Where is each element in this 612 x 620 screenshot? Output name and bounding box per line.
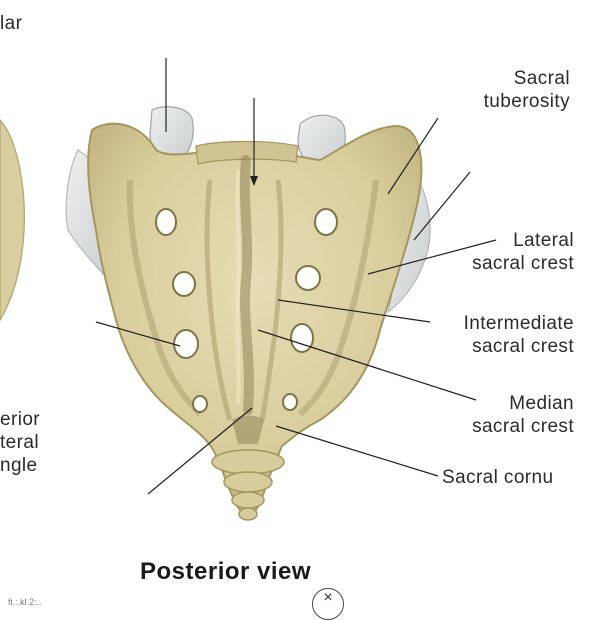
coccyx-segment: [223, 471, 273, 493]
intermediate-crest-right: [259, 179, 284, 421]
leader-line-inferior-lateral-angle: [147, 407, 253, 495]
leader-line-intermediate-sacral-crest: [277, 299, 431, 323]
label-cut-top-left: lar: [0, 13, 23, 34]
posterior-foramen: [173, 329, 199, 359]
ilium-partial-left: [0, 118, 26, 322]
leader-line-left-mid: [95, 321, 181, 347]
median-crest-highlight: [235, 169, 241, 405]
label-lateral-sacral-crest: Lateral sacral crest: [472, 230, 574, 274]
view-title: Posterior view: [140, 558, 312, 585]
footer-note: fi.:.kl 2:..: [8, 597, 42, 607]
median-crest-ridge: [239, 155, 254, 415]
leader-lines: [95, 58, 497, 495]
intermediate-crest-left: [204, 179, 233, 421]
coccyx-segment: [211, 449, 285, 475]
leader-line-sacral-cornu: [275, 425, 439, 477]
label-sacral-cornu: Sacral cornu: [442, 467, 554, 488]
close-button[interactable]: ×: [312, 588, 344, 620]
sacral-hiatus: [232, 415, 264, 444]
posterior-foramen: [314, 208, 338, 236]
posterior-foramen: [155, 208, 177, 236]
coccyx-segment: [231, 491, 265, 509]
leader-line-auricular: [413, 171, 471, 241]
posterior-foramen: [172, 271, 196, 297]
posterior-foramen: [295, 265, 321, 291]
arrowhead: [250, 176, 258, 186]
posterior-foramen: [290, 323, 314, 353]
leader-line-lateral-sacral-crest: [367, 239, 497, 275]
leader-line-median-sacral-crest: [257, 329, 477, 401]
label-inferior-lateral-angle-cut: erior teral ngle: [0, 409, 41, 476]
leader-line-sacral-tuberosity: [387, 117, 439, 195]
coccyx-segment: [238, 507, 258, 521]
posterior-foramen: [192, 395, 208, 413]
lateral-crest-right: [298, 179, 379, 417]
close-icon: ×: [323, 589, 333, 606]
label-sacral-tuberosity: Sacral tuberosity: [483, 68, 570, 112]
label-median-sacral-crest: Median sacral crest: [472, 393, 574, 437]
sacrum-illustration: [0, 58, 497, 521]
sacral-base-rim: [195, 140, 299, 165]
posterior-foramen: [282, 393, 298, 411]
lateral-crest-left: [126, 179, 203, 417]
label-intermediate-sacral-crest: Intermediate sacral crest: [463, 313, 574, 357]
